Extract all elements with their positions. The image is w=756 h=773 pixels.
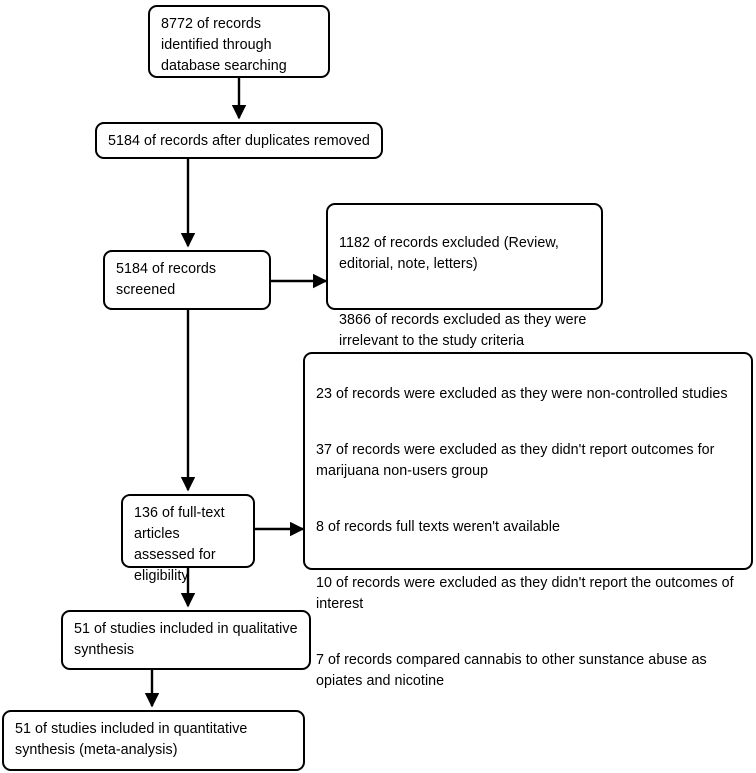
exclusion-reason: 1182 of records excluded (Review, editor…	[339, 235, 559, 272]
exclusion-reason: 7 of records compared cannabis to other …	[316, 652, 707, 689]
records-screened-box: 5184 of records screened	[103, 250, 271, 310]
quantitative-synthesis-box: 51 of studies included in quantitative s…	[2, 710, 305, 771]
exclusion-reason: 23 of records were excluded as they were…	[316, 386, 728, 402]
exclusion-reason: 37 of records were excluded as they didn…	[316, 442, 715, 479]
exclusion-reason: 3866 of records excluded as they were ir…	[339, 312, 587, 349]
records-identified-box: 8772 of records identified through datab…	[148, 5, 330, 78]
full-text-assessed-box: 136 of full-text articles assessed for e…	[121, 494, 255, 584]
records-after-duplicates-box: 5184 of records after duplicates removed	[95, 122, 383, 159]
exclusion-reason: 8 of records full texts weren't availabl…	[316, 519, 560, 535]
exclusion-reason: 10 of records were excluded as they didn…	[316, 575, 734, 612]
qualitative-synthesis-box: 51 of studies included in qualitative sy…	[61, 610, 311, 670]
full-text-excluded-reasons-box: 23 of records were excluded as they were…	[303, 352, 753, 689]
records-excluded-screening-box: 1182 of records excluded (Review, editor…	[326, 203, 603, 349]
